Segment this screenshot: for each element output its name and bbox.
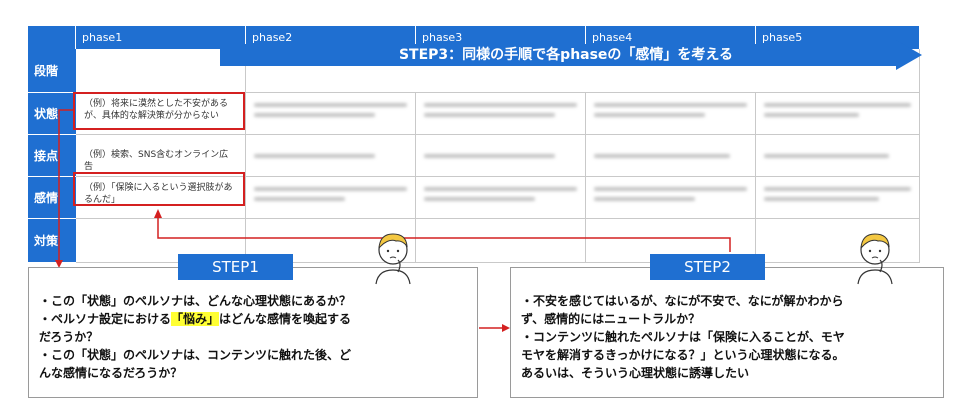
phase-header-5: phase5 (756, 26, 920, 49)
row-label-emotion: 感情 (28, 177, 76, 219)
blurred-cell (416, 177, 586, 219)
phase-header-1: phase1 (76, 26, 246, 49)
step2-line-5: あるいは、そういう心理状態に誘導したい (521, 366, 750, 380)
step2-box: ・不安を感じてはいるが、なにが不安で、なにが解かわから ず、感情的にはニュートラ… (510, 267, 944, 398)
step1-tag: STEP1 (178, 254, 293, 280)
step1-line-1: ・この「状態」のペルソナは、どんな心理状態にあるか？ (39, 294, 352, 308)
blurred-cell (246, 177, 416, 219)
blurred-cell (756, 93, 920, 135)
step1-line-5: んな感情になるだろうか？ (39, 366, 183, 380)
state-highlight-box (73, 92, 245, 130)
phase-header-3: phase3 (416, 26, 586, 49)
step3-label: STEP3：同様の手順で各phaseの「感情」を考える (398, 47, 734, 63)
journey-table: phase1 phase2 phase3 phase4 phase5 段階 状態… (28, 26, 920, 263)
blurred-cell (586, 93, 756, 135)
step1-line-3: だろうか？ (39, 330, 99, 344)
row-label-measures: 対策 (28, 219, 76, 263)
blurred-cell (416, 219, 586, 263)
row-label-touchpoint: 接点 (28, 135, 76, 177)
row-label-state: 状態 (28, 93, 76, 135)
step2-tag: STEP2 (650, 254, 765, 280)
thinking-person-icon (857, 233, 893, 285)
thinking-person-icon (375, 233, 411, 285)
cell-stage-phase1 (76, 49, 246, 93)
phase-header-4: phase4 (586, 26, 756, 49)
blurred-cell (756, 135, 920, 177)
step2-line-1: ・不安を感じてはいるが、なにが不安で、なにが解かわから (521, 294, 844, 308)
step2-line-2: ず、感情的にはニュートラルか？ (521, 312, 701, 326)
blurred-cell (416, 135, 586, 177)
step1-line-4: ・この「状態」のペルソナは、コンテンツに触れた後、ど (39, 348, 352, 362)
example-touchpoint-text: （例）検索、SNS含むオンライン広告 (76, 135, 246, 177)
blurred-cell (416, 93, 586, 135)
emotion-highlight-box (73, 172, 245, 206)
blurred-cell (586, 135, 756, 177)
header-corner (28, 26, 76, 49)
step2-line-4: モヤを解消するきっかけになる？」という心理状態になる。 (521, 348, 845, 362)
step2-line-3: ・コンテンツに触れたペルソナは「保険に入ることが、モヤ (521, 330, 845, 344)
blurred-cell (246, 135, 416, 177)
blurred-cell (586, 177, 756, 219)
phase-header-2: phase2 (246, 26, 416, 49)
step1-line-2: ・ペルソナ設定における「悩み」はどんな感情を喚起する (39, 312, 352, 326)
blurred-cell (756, 177, 920, 219)
step3-arrow (220, 40, 922, 70)
step1-box: ・この「状態」のペルソナは、どんな心理状態にあるか？ ・ペルソナ設定における「悩… (28, 267, 478, 398)
worry-highlight: 「悩み」 (171, 312, 220, 326)
blurred-cell (756, 219, 920, 263)
row-label-stage: 段階 (28, 49, 76, 93)
blurred-cell (246, 93, 416, 135)
